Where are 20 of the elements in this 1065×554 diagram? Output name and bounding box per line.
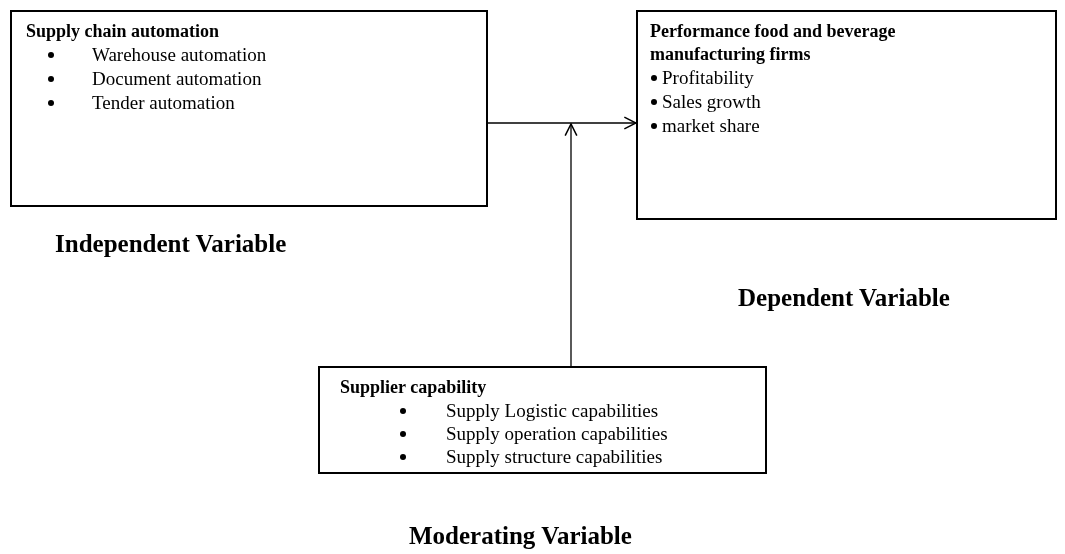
list-item: Warehouse automation (92, 43, 267, 66)
list-item: Supply operation capabilities (446, 422, 668, 445)
variable-caption: Dependent Variable (738, 284, 950, 312)
list-item: Sales growth (662, 90, 761, 113)
list-item: Profitability (662, 66, 754, 89)
variable-box (10, 10, 488, 207)
arrow (487, 116, 637, 130)
list-item: Supply Logistic capabilities (446, 399, 659, 422)
variable-box (318, 366, 767, 474)
arrow (564, 123, 578, 367)
list-item: Supply structure capabilities (446, 445, 663, 468)
variable-caption: Independent Variable (55, 230, 287, 258)
list-item: Document automation (92, 67, 262, 90)
list-item: Tender automation (92, 91, 235, 114)
variable-box (636, 10, 1057, 220)
box-heading: Supply chain automation (26, 20, 221, 43)
list-item: market share (662, 114, 760, 137)
box-heading: Performance food and beverage manufacturing firms (650, 20, 897, 66)
box-heading: Supplier capability (340, 376, 488, 399)
variable-caption: Moderating Variable (409, 522, 632, 550)
